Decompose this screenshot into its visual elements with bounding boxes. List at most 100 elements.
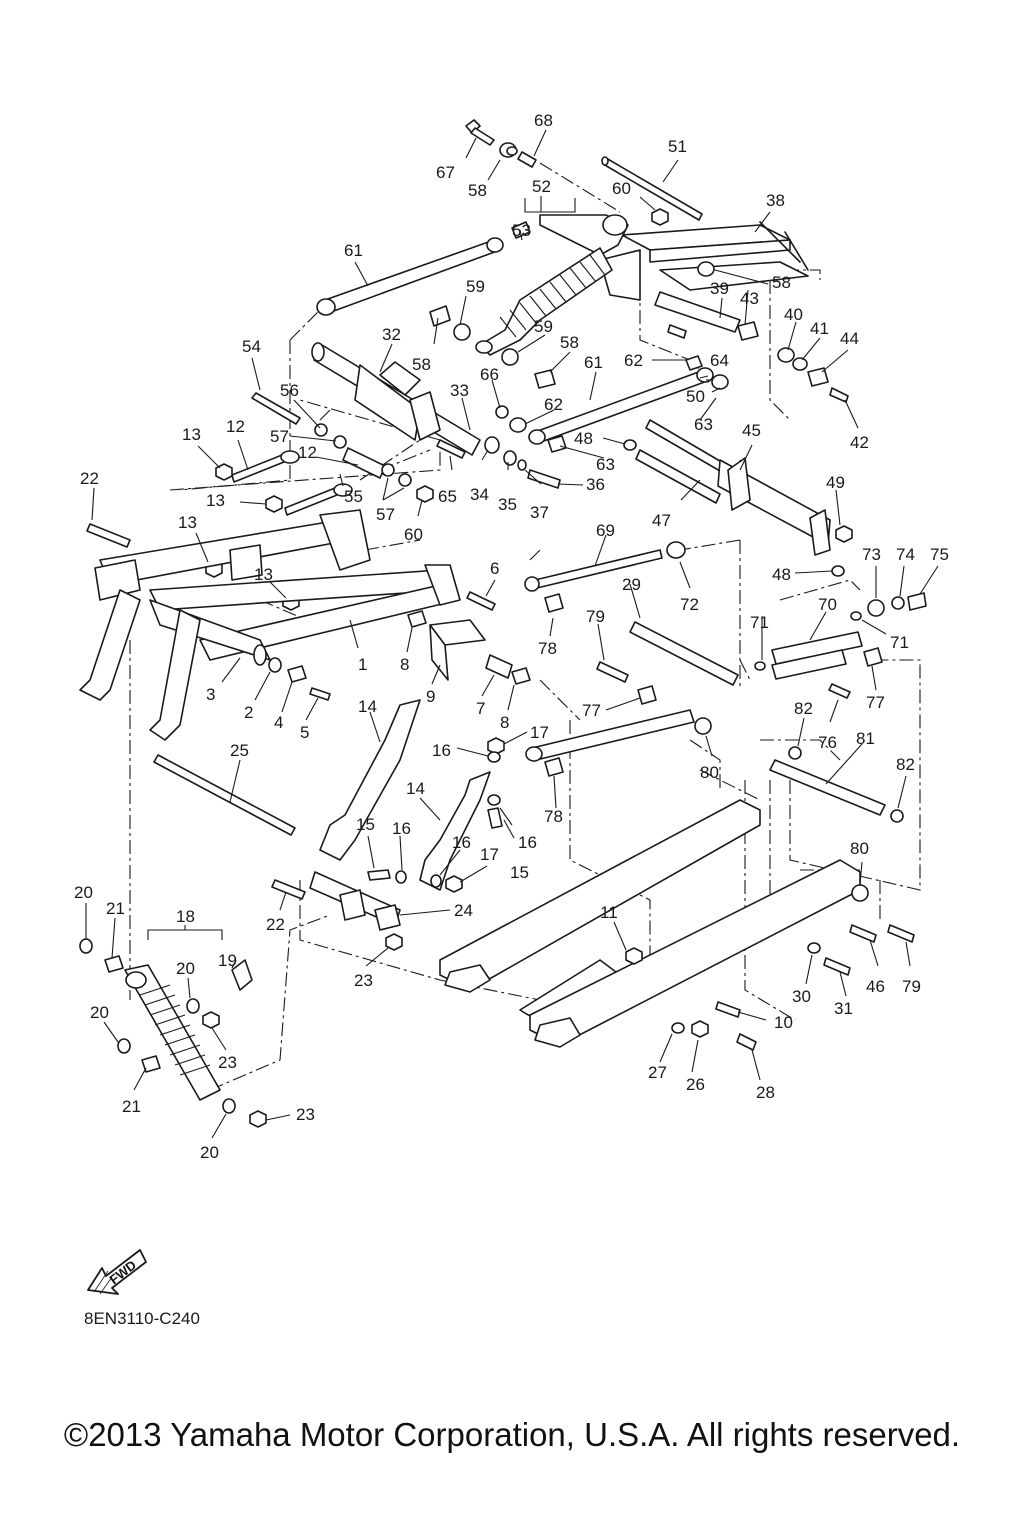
label-60b: 60 (404, 525, 423, 544)
collar-78b (544, 757, 564, 777)
nut-49 (835, 525, 853, 543)
washer-2 (268, 657, 282, 673)
label-35: 35 (498, 495, 517, 514)
collar-58c (697, 261, 715, 277)
washer-16c (395, 870, 407, 884)
label-15a: 15 (356, 815, 375, 834)
collar-77b (863, 647, 883, 667)
label-13a: 13 (182, 425, 201, 444)
bolt-31 (823, 957, 851, 976)
label-63a: 63 (694, 415, 713, 434)
collar-20a (79, 938, 93, 954)
collar-72 (666, 541, 686, 559)
label-16c: 16 (452, 833, 471, 852)
label-8a: 8 (400, 655, 409, 674)
washer-16d (430, 874, 442, 888)
bolt-79a (596, 661, 629, 683)
bushing-59c (501, 348, 519, 366)
label-1: 1 (358, 655, 367, 674)
bolt-22a (86, 523, 131, 548)
front-frame-1 (79, 509, 461, 741)
label-16d: 16 (518, 833, 537, 852)
label-27: 27 (648, 1063, 667, 1082)
nut-48a (623, 439, 637, 451)
label-79a: 79 (586, 607, 605, 626)
nut-26 (691, 1020, 709, 1038)
bushing-34 (484, 436, 500, 454)
bolt-6 (466, 591, 496, 611)
collar-20d (222, 1098, 236, 1114)
label-26: 26 (686, 1075, 705, 1094)
label-30: 30 (792, 987, 811, 1006)
label-19: 19 (218, 951, 237, 970)
nut-23b (202, 1011, 220, 1029)
label-13c: 13 (178, 513, 197, 532)
nut-11 (625, 947, 643, 965)
strap-14b (419, 771, 491, 891)
bolt-67 (465, 119, 495, 146)
nut-60b (416, 485, 434, 503)
bolt-36 (527, 469, 561, 489)
label-20a: 20 (74, 883, 93, 902)
arm-45 (717, 457, 831, 556)
label-6: 6 (490, 559, 499, 578)
washer-16a (487, 751, 501, 763)
label-78b: 78 (544, 807, 563, 826)
bushing-62a (685, 355, 703, 371)
washer-57b (381, 463, 395, 477)
label-50: 50 (686, 387, 705, 406)
label-29: 29 (622, 575, 641, 594)
fwd-arrow-icon: FWD (87, 1249, 147, 1295)
label-45: 45 (742, 421, 761, 440)
label-20c: 20 (90, 1003, 109, 1022)
washer-41 (792, 357, 808, 371)
label-42: 42 (850, 433, 869, 452)
label-4: 4 (274, 713, 283, 732)
label-61a: 61 (344, 241, 363, 260)
washer-37 (517, 459, 527, 471)
nut-13b (265, 495, 283, 513)
label-71b: 71 (890, 633, 909, 652)
label-15b: 15 (510, 863, 529, 882)
label-17a: 17 (530, 723, 549, 742)
pin-39 (654, 291, 741, 333)
bushing-8a (407, 610, 427, 628)
collar-43 (737, 321, 759, 341)
label-79b: 79 (902, 977, 921, 996)
label-11: 11 (600, 903, 618, 922)
nut-23a (385, 933, 403, 951)
washer-82b (890, 809, 904, 823)
label-14b: 14 (406, 779, 425, 798)
bolt-65 (436, 439, 466, 459)
label-5: 5 (300, 723, 309, 742)
label-44: 44 (840, 329, 859, 348)
bolt-15a (487, 807, 503, 829)
bushing-53 (511, 221, 531, 239)
label-54: 54 (242, 337, 261, 356)
label-82a: 82 (794, 699, 813, 718)
label-16a: 16 (432, 741, 451, 760)
label-71a: 71 (750, 613, 769, 632)
nut-17a (487, 737, 505, 755)
label-81: 81 (856, 729, 875, 748)
nut-23c (249, 1110, 267, 1128)
bolt-5 (309, 687, 331, 701)
label-78a: 78 (538, 639, 557, 658)
collar-44 (807, 367, 829, 387)
label-73: 73 (862, 545, 881, 564)
label-58d: 58 (560, 333, 579, 352)
label-77b: 77 (866, 693, 885, 712)
eye-bolt-12a (231, 454, 285, 483)
label-34: 34 (470, 485, 489, 504)
bolt-79b (887, 924, 915, 943)
label-21a: 21 (106, 899, 125, 918)
label-32: 32 (382, 325, 401, 344)
washer-27 (671, 1022, 685, 1034)
label-68: 68 (534, 111, 553, 130)
copyright-notice: ©2013 Yamaha Motor Corporation, U.S.A. A… (63, 1416, 961, 1453)
bushing-66 (495, 405, 509, 419)
bolt-54 (251, 392, 301, 425)
collar-20b (186, 998, 200, 1014)
long-bolt-25 (153, 754, 296, 836)
label-18: 18 (176, 907, 195, 926)
